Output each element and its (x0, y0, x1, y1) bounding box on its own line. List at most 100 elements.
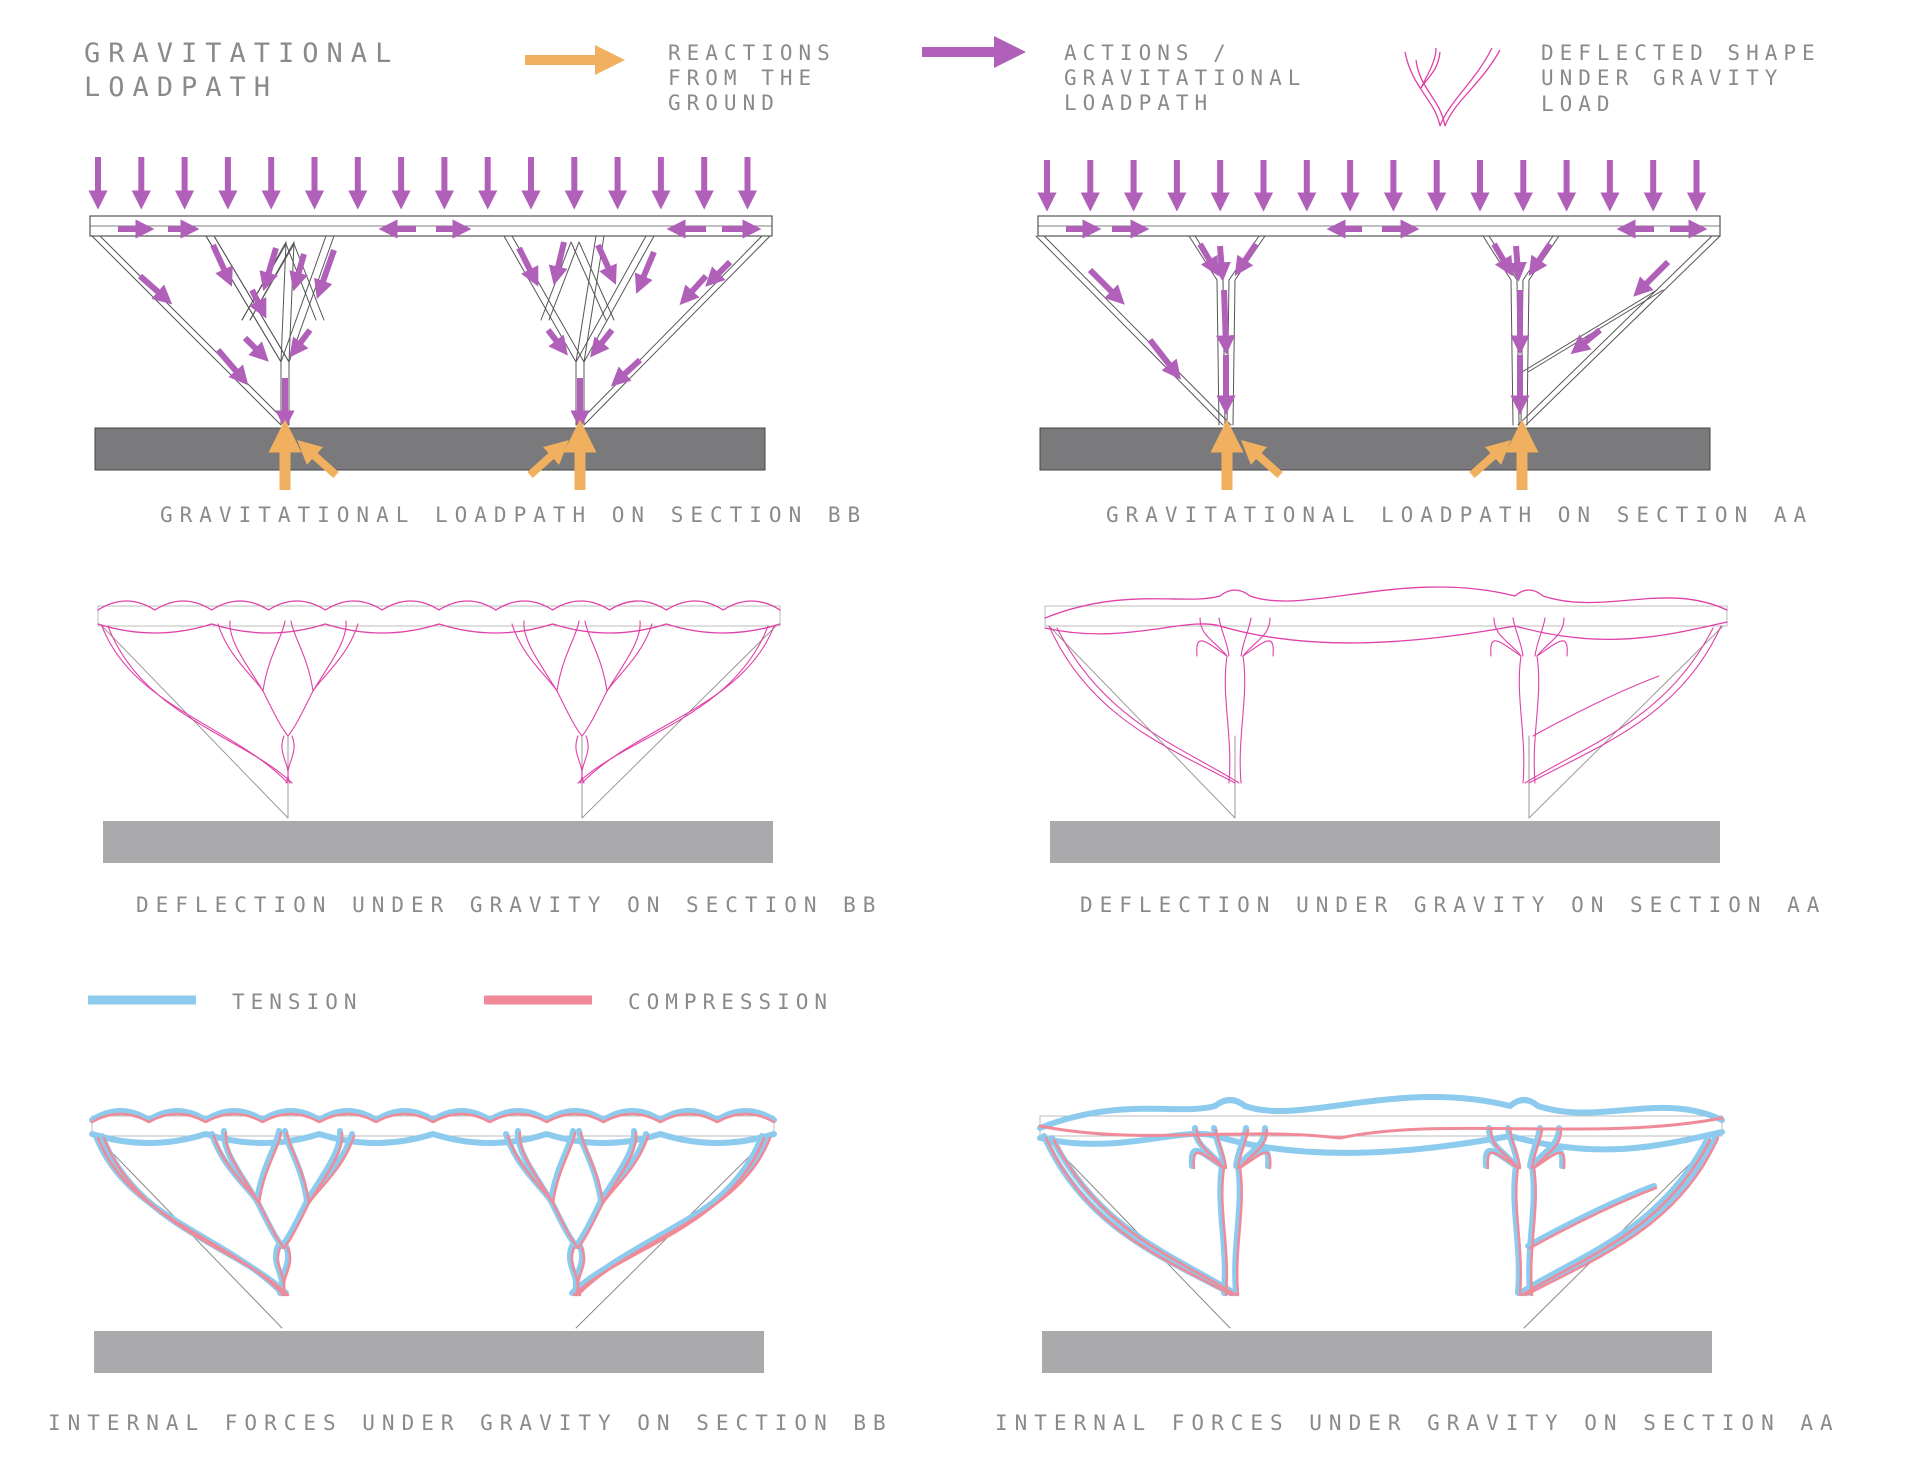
ground-slab (94, 427, 766, 471)
deformed-member (1536, 617, 1565, 657)
undeformed-strut (1048, 625, 1236, 819)
compression-member (1486, 1151, 1520, 1170)
tension-slab-bottom (89, 1131, 777, 1146)
diagonal-reaction-arrow (297, 439, 339, 478)
deformed-member (1056, 627, 1240, 784)
deformed-member (556, 620, 580, 692)
tension-member (1527, 1125, 1543, 1169)
outer-strut (575, 235, 771, 426)
member-action-arrow (705, 259, 733, 287)
tension-slab-top (89, 1108, 777, 1123)
outer-strut-edge-a (575, 235, 763, 426)
loadpath-section-aa-panel (1035, 160, 1721, 490)
deformed-member (511, 623, 583, 737)
tension-member (598, 1128, 638, 1204)
member-action-arrow (215, 348, 249, 386)
deformed-member (577, 625, 769, 784)
internal-forces-section-bb-panel (89, 1108, 777, 1373)
outer-strut-edge-a (1517, 235, 1713, 426)
compression-member (257, 1131, 283, 1205)
tension-slab-bottom (1037, 1129, 1725, 1156)
tension-member (1049, 1135, 1237, 1296)
member-action-arrow (289, 253, 308, 292)
tension-member (1233, 1125, 1249, 1169)
ground-slab (1042, 1331, 1712, 1373)
trunk (1482, 235, 1520, 426)
deformed-member (1224, 655, 1231, 784)
deformed-member (312, 620, 347, 692)
member-action-arrow (679, 273, 709, 306)
tension-member (1041, 1133, 1233, 1296)
ground-slab (94, 1331, 764, 1373)
diagram-title: GRAVITATIONAL LOADPATH (84, 38, 399, 103)
tension-member (1211, 1125, 1227, 1169)
deformed-member (575, 735, 583, 784)
deformed-member (287, 735, 295, 784)
tension-member (1217, 1163, 1228, 1296)
deformed-slab-bottom (97, 623, 781, 634)
legend-compression: COMPRESSION (484, 990, 827, 1014)
outer-strut-edge-a (91, 235, 282, 426)
branch-c-edge-b (288, 235, 335, 363)
compression-member (1515, 1166, 1523, 1297)
tension-member (1511, 1163, 1522, 1296)
compression-member (282, 1246, 292, 1297)
deformed-member (523, 620, 558, 692)
diagonal-reaction-arrow (1469, 439, 1511, 478)
member-action-arrow (545, 328, 568, 356)
member-action-arrow (242, 335, 269, 362)
compression-member (572, 1136, 766, 1297)
tension-member (1517, 1135, 1711, 1296)
tension-member (569, 1133, 765, 1296)
deformed-member (581, 623, 653, 737)
deformed-member (1196, 640, 1228, 657)
legend-reactions-line-3: GROUND (668, 91, 780, 115)
tension-member (304, 1128, 344, 1204)
member-action-arrow (210, 243, 233, 287)
branch-b (575, 235, 655, 363)
column-2 (1469, 235, 1721, 490)
compression-member (1532, 1151, 1566, 1170)
tension-member (99, 1133, 289, 1296)
compression-member (224, 1131, 261, 1205)
deformed-slab-top (97, 600, 781, 611)
diagonal-reaction-arrow (1241, 439, 1283, 478)
legend-tension: TENSION (88, 990, 357, 1014)
deformed-member (1533, 655, 1540, 784)
branch-e-edge-b (249, 243, 325, 321)
compression-member (102, 1136, 290, 1297)
deformed-member (1528, 625, 1722, 784)
undeformed-strut (101, 625, 289, 819)
deflection-section-aa-panel (1044, 586, 1728, 863)
deformed-member (1242, 640, 1274, 657)
legend-deflected: DEFLECTED SHAPE UNDER GRAVITY LOAD (1404, 41, 1815, 127)
member-action-arrow (548, 241, 568, 286)
legend-deflected-line-3: LOAD (1541, 92, 1616, 116)
ground-slab (103, 821, 773, 863)
deformed-member (1242, 617, 1271, 657)
deformed-slab-top (1044, 586, 1728, 619)
caption-forces-aa: INTERNAL FORCES UNDER GRAVITY ON SECTION… (995, 1411, 1840, 1435)
compression-layer (1038, 1116, 1724, 1297)
outer-strut-edge-b (583, 235, 771, 426)
compression-member (551, 1131, 577, 1205)
compression-member (579, 1131, 605, 1205)
deformed-member (1239, 655, 1246, 784)
legend-actions-line-3: LOADPATH (1064, 91, 1213, 115)
caption-deflection-aa: DEFLECTION UNDER GRAVITY ON SECTION AA (1080, 893, 1826, 917)
trunk-b-edge-b (1232, 235, 1266, 426)
compression-member (576, 1246, 586, 1297)
member-action-arrow (634, 250, 657, 294)
trunk-b-edge-b (1526, 235, 1560, 426)
compression-member (1044, 1136, 1234, 1297)
title-line-1: GRAVITATIONAL (84, 38, 399, 69)
strut-action-arrow (1570, 327, 1602, 355)
branch-c-edge-b (548, 241, 615, 321)
member-action-arrow (1234, 242, 1259, 276)
deformed-member (281, 735, 289, 784)
outer-strut-edge-b (1043, 235, 1232, 426)
tension-layer (89, 1108, 777, 1296)
undeformed-strut (581, 625, 777, 819)
deformed-member (1532, 675, 1660, 737)
